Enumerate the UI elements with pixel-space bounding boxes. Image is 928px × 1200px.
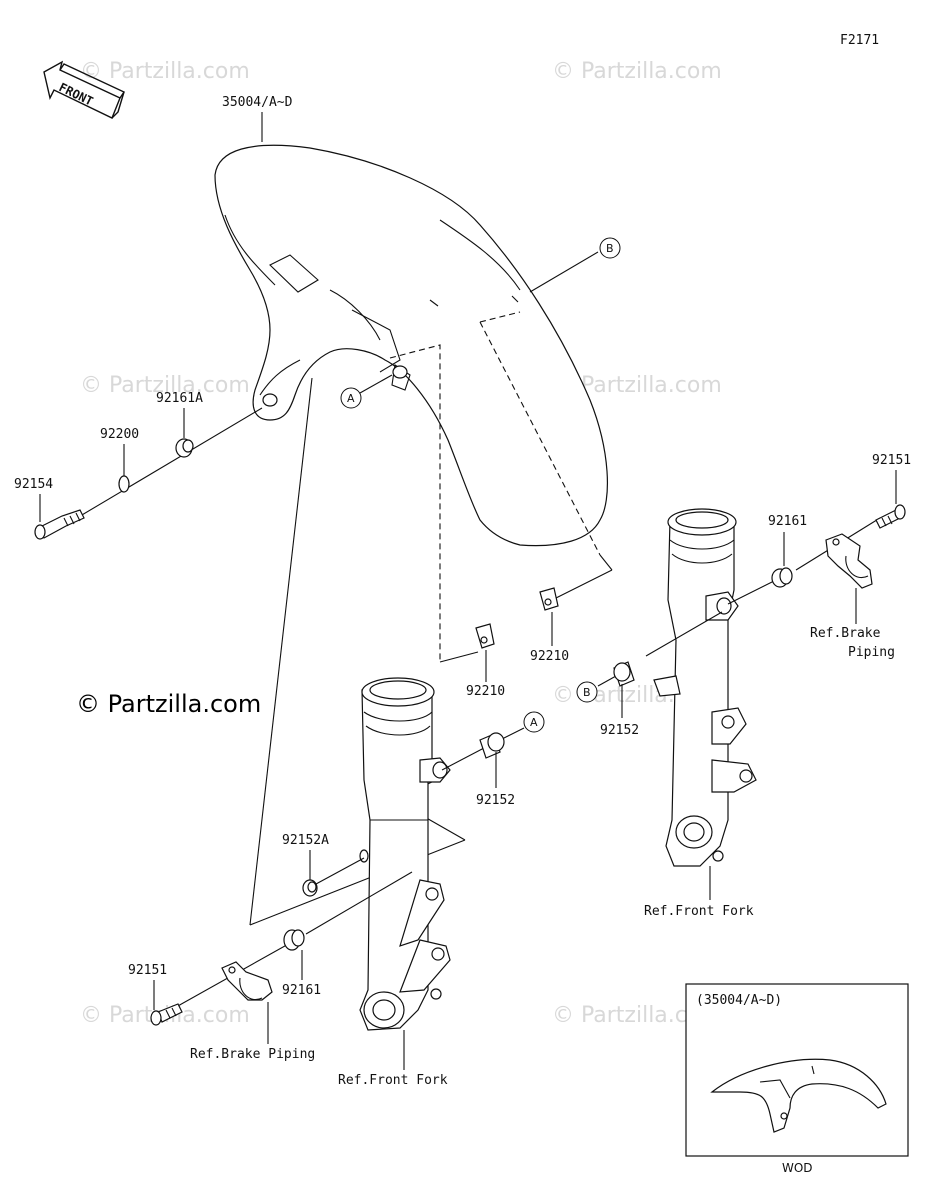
inset-caption: WOD [782, 1161, 813, 1175]
ref-brake-piping-right-1: Ref.Brake [810, 626, 881, 641]
callout-b-fork-label: B [583, 686, 591, 699]
inset-title: (35004/A~D) [696, 993, 782, 1008]
bolt-92151-right[interactable] [875, 504, 906, 529]
label-92161-left: 92161 [282, 983, 321, 998]
label-35004: 35004/A~D [222, 95, 293, 110]
ref-front-fork-left: Ref.Front Fork [338, 1073, 448, 1088]
label-92210-left: 92210 [466, 684, 505, 699]
label-92200: 92200 [100, 427, 139, 442]
collar-92161A[interactable] [175, 438, 194, 458]
front-fender[interactable] [214, 144, 609, 547]
callout-b [599, 237, 621, 259]
brake-piping-clamp-right[interactable] [825, 533, 873, 589]
collar-92161-right[interactable] [771, 567, 793, 588]
bolt-92152-right[interactable] [613, 661, 635, 687]
label-92161-right: 92161 [768, 514, 807, 529]
bolt-92151-left[interactable] [150, 1003, 183, 1026]
label-92154: 92154 [14, 477, 53, 492]
ref-front-fork-right: Ref.Front Fork [644, 904, 754, 919]
collar-92161-left[interactable] [283, 929, 305, 951]
front-fork-left[interactable] [359, 677, 451, 1031]
inset-fender [710, 1058, 887, 1133]
callout-a-fork [523, 711, 545, 733]
clip-92210-right[interactable] [539, 587, 559, 611]
callout-a-fork-label: A [530, 716, 538, 729]
label-92152-right: 92152 [600, 723, 639, 738]
bolt-92152-left[interactable] [479, 732, 505, 759]
figure-code: F2171 [840, 33, 879, 48]
label-92151-right: 92151 [872, 453, 911, 468]
watermark: © Partzilla.com [80, 373, 250, 398]
label-92152-left: 92152 [476, 793, 515, 808]
callout-b-fork [576, 681, 598, 703]
watermark: © Partzilla.com [80, 59, 250, 84]
clip-92210-left[interactable] [475, 623, 495, 649]
ref-brake-piping-left: Ref.Brake Piping [190, 1047, 315, 1062]
washer-92200[interactable] [118, 475, 130, 493]
label-92151-left: 92151 [128, 963, 167, 978]
ref-brake-piping-right-2: Piping [848, 645, 895, 660]
callout-a [340, 387, 362, 409]
collar-92152A[interactable] [302, 879, 318, 897]
front-fork-right[interactable] [653, 508, 757, 867]
watermark: © Partzilla.com [552, 59, 722, 84]
callout-a-label: A [347, 392, 355, 405]
brake-piping-clamp-left[interactable] [221, 961, 273, 1001]
label-92161A: 92161A [156, 391, 203, 406]
callout-b-label: B [606, 242, 614, 255]
label-92152A: 92152A [282, 833, 329, 848]
copyright: © Partzilla.com [76, 690, 261, 718]
label-92210-right: 92210 [530, 649, 569, 664]
inset-box: (35004/A~D) WOD [685, 983, 909, 1175]
bolt-92154[interactable] [34, 509, 85, 540]
